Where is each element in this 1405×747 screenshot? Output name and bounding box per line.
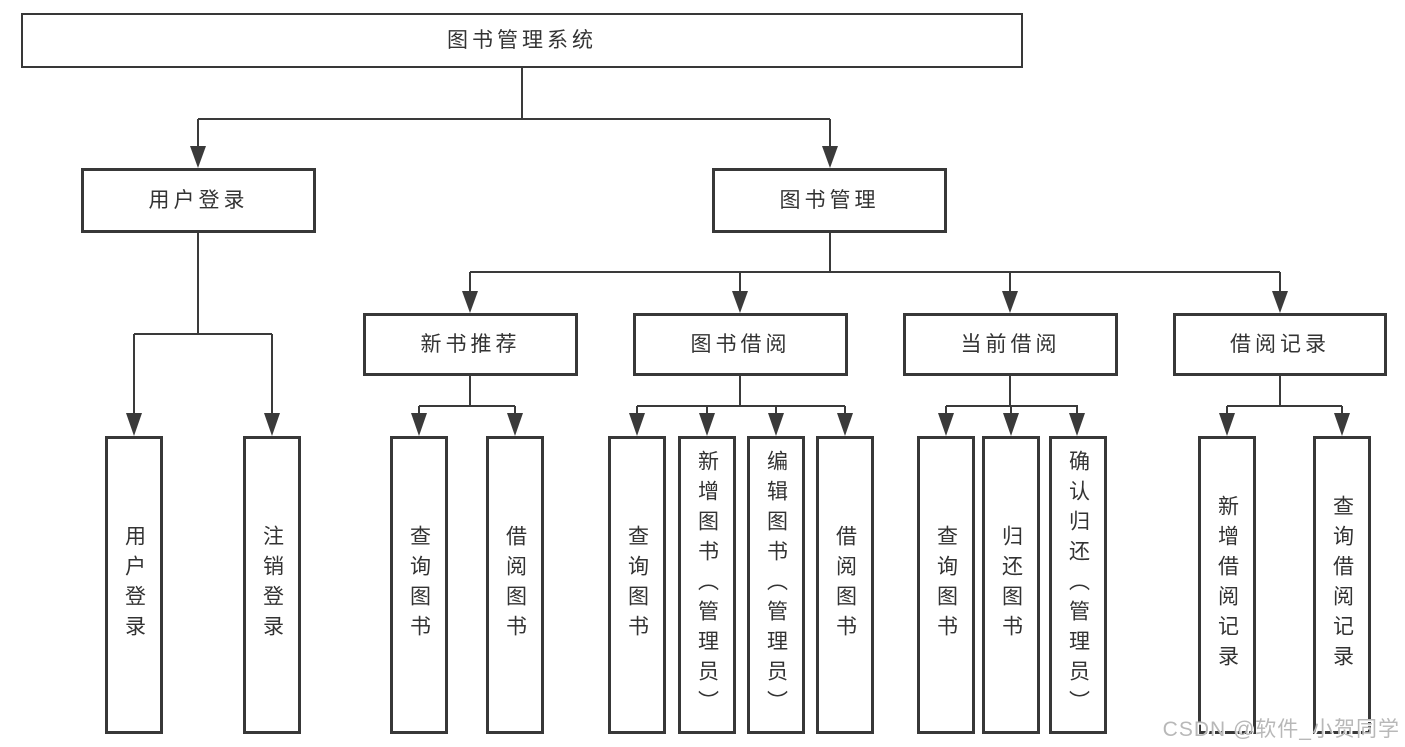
leaf-borrowing-add-book-admin: 新增图书（管理员） xyxy=(678,436,736,734)
arrowheads xyxy=(126,146,1350,436)
node-new-book-recommendation: 新书推荐 xyxy=(363,313,578,376)
leaf-recommend-borrow-books-label: 借阅图书 xyxy=(503,525,527,645)
node-book-management-label: 图书管理 xyxy=(779,189,880,212)
leaf-recommend-query-books: 查询图书 xyxy=(390,436,448,734)
leaf-borrowing-edit-book-admin: 编辑图书（管理员） xyxy=(747,436,805,734)
leaf-recommend-borrow-books: 借阅图书 xyxy=(486,436,544,734)
leaf-logout: 注销登录 xyxy=(243,436,301,734)
leaf-records-add-record-label: 新增借阅记录 xyxy=(1215,495,1239,675)
leaf-current-query-books: 查询图书 xyxy=(917,436,975,734)
node-user-login-label: 用户登录 xyxy=(148,189,249,212)
node-book-borrowing: 图书借阅 xyxy=(633,313,848,376)
leaf-records-add-record: 新增借阅记录 xyxy=(1198,436,1256,734)
leaf-current-query-books-label: 查询图书 xyxy=(934,525,958,645)
leaf-current-return-books-label: 归还图书 xyxy=(999,525,1023,645)
node-library-management-system: 图书管理系统 xyxy=(21,13,1023,68)
node-current-borrowing: 当前借阅 xyxy=(903,313,1118,376)
leaf-borrowing-borrow-books: 借阅图书 xyxy=(816,436,874,734)
leaf-borrowing-edit-book-admin-label: 编辑图书（管理员） xyxy=(764,450,788,720)
leaf-recommend-query-books-label: 查询图书 xyxy=(407,525,431,645)
node-book-borrowing-label: 图书借阅 xyxy=(690,333,791,356)
leaf-borrowing-borrow-books-label: 借阅图书 xyxy=(833,525,857,645)
leaf-user-login: 用户登录 xyxy=(105,436,163,734)
node-borrowing-records-label: 借阅记录 xyxy=(1230,333,1330,356)
leaf-user-login-label: 用户登录 xyxy=(122,525,146,645)
leaf-borrowing-query-books-label: 查询图书 xyxy=(625,525,649,645)
node-borrowing-records: 借阅记录 xyxy=(1173,313,1387,376)
node-new-book-recommendation-label: 新书推荐 xyxy=(420,333,521,356)
node-library-management-system-label: 图书管理系统 xyxy=(447,29,597,52)
leaf-records-query-record: 查询借阅记录 xyxy=(1313,436,1371,734)
leaf-current-return-books: 归还图书 xyxy=(982,436,1040,734)
leaf-current-confirm-return-admin: 确认归还（管理员） xyxy=(1049,436,1107,734)
leaf-borrowing-query-books: 查询图书 xyxy=(608,436,666,734)
leaf-records-query-record-label: 查询借阅记录 xyxy=(1330,495,1354,675)
node-user-login: 用户登录 xyxy=(81,168,316,233)
node-book-management: 图书管理 xyxy=(712,168,947,233)
leaf-borrowing-add-book-admin-label: 新增图书（管理员） xyxy=(695,450,719,720)
connector-lines xyxy=(133,68,1343,414)
leaf-logout-label: 注销登录 xyxy=(260,525,284,645)
leaf-current-confirm-return-admin-label: 确认归还（管理员） xyxy=(1066,450,1090,720)
node-current-borrowing-label: 当前借阅 xyxy=(960,333,1061,356)
